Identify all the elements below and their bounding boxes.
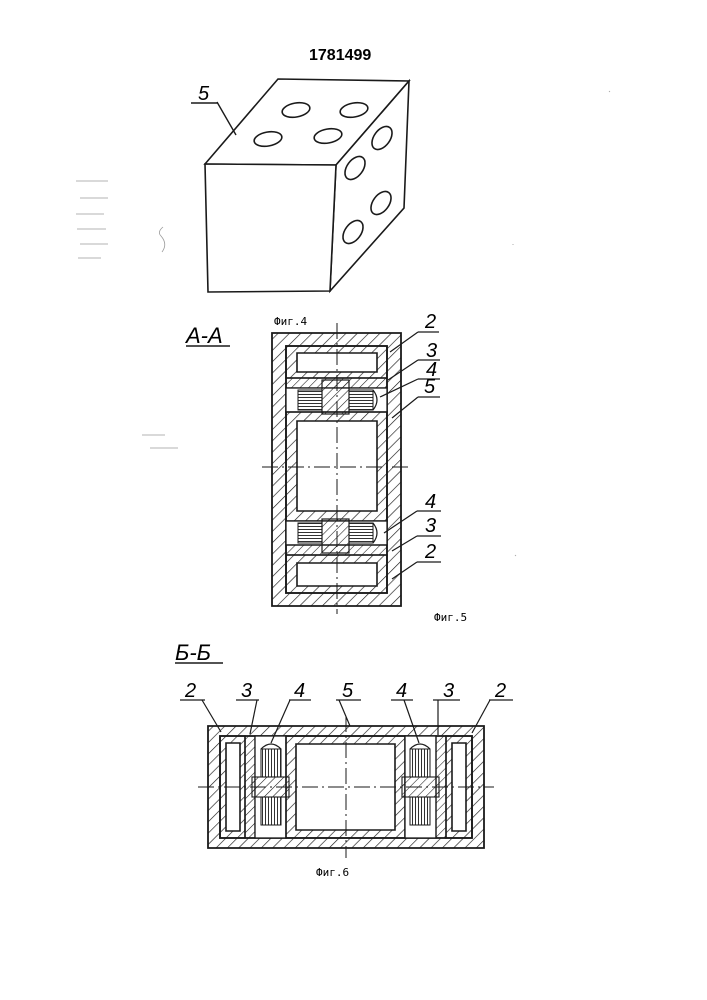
label-bottom-3: 3 (425, 515, 436, 537)
label-left-3: 3 (241, 680, 252, 702)
label-center-5: 5 (342, 680, 354, 702)
figure-6-section-b-b: Б-Б (175, 640, 513, 879)
figure-4-label: 5 (191, 83, 236, 135)
label-left-2: 2 (184, 680, 196, 702)
patent-number: 1781499 (309, 47, 371, 64)
part-label-5: 5 (198, 83, 210, 105)
label-right-4: 4 (396, 680, 407, 702)
figure-4-caption: Фиг.4 (274, 315, 307, 328)
figure-4-cube (205, 79, 409, 292)
label-bottom-4: 4 (425, 491, 436, 513)
label-bottom-2: 2 (424, 541, 436, 563)
cube-front-face (205, 164, 336, 292)
label-top-2: 2 (424, 311, 436, 333)
label-left-4: 4 (294, 680, 305, 702)
figure-6-caption: Фиг.6 (316, 866, 349, 879)
figure-5-section-a-a: А-А (184, 311, 467, 624)
section-label-b-b: Б-Б (175, 640, 211, 665)
label-mid-5: 5 (424, 376, 436, 398)
label-right-3: 3 (443, 680, 454, 702)
label-right-2: 2 (494, 680, 506, 702)
section-label-a-a: А-А (184, 323, 223, 348)
figure-5-caption: Фиг.5 (434, 611, 467, 624)
